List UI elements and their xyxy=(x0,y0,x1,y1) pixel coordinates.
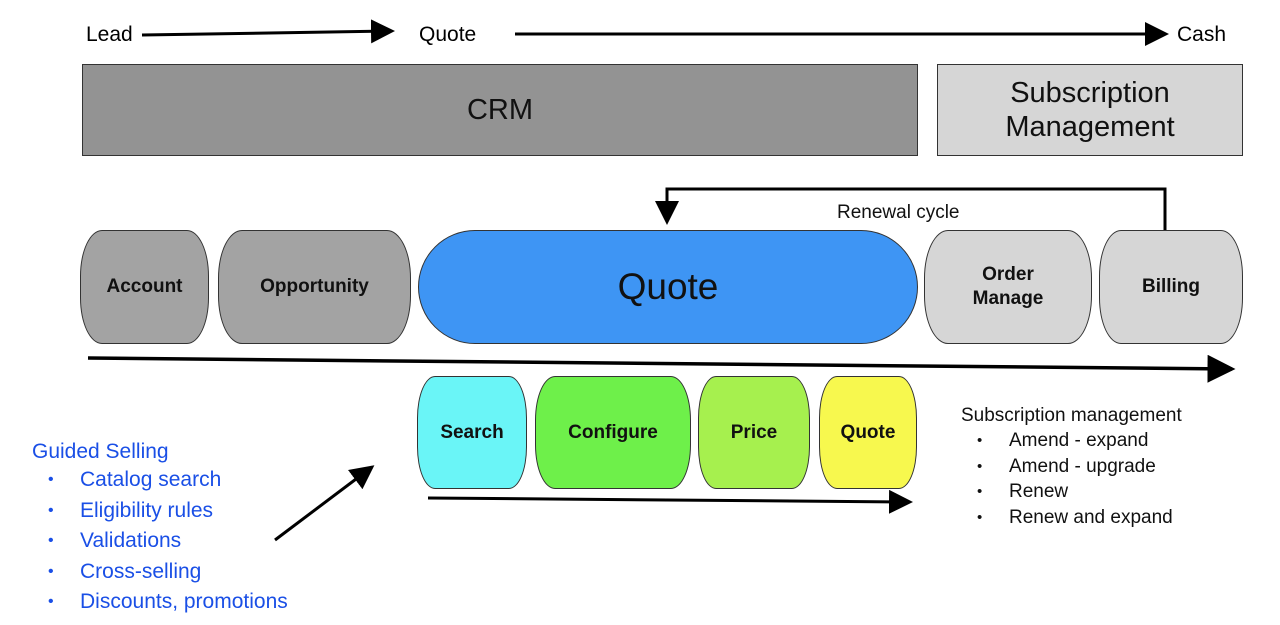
subscription-management-block: Subscription management •Amend - expand … xyxy=(961,404,1182,530)
bullet-icon: • xyxy=(977,457,983,475)
list-item: •Validations xyxy=(32,526,288,557)
subscription-management-title: Subscription management xyxy=(961,405,1182,426)
bullet-icon: • xyxy=(48,532,54,549)
bullet-icon: • xyxy=(977,483,983,500)
bullet-icon: • xyxy=(977,508,983,526)
cpq-step-quote-label: Quote xyxy=(840,421,896,443)
cpq-step-search: Search xyxy=(417,376,527,489)
bullet-icon: • xyxy=(48,562,54,580)
list-item: •Discounts, promotions xyxy=(32,587,288,618)
guided-selling-title: Guided Selling xyxy=(32,440,169,463)
list-item: •Amend - expand xyxy=(961,428,1182,454)
guided-selling-arrow xyxy=(274,465,375,542)
flow-label-cash: Cash xyxy=(1177,23,1227,46)
crm-band: CRM xyxy=(82,64,918,156)
bullet-icon: • xyxy=(48,501,54,519)
list-item: •Catalog search xyxy=(32,465,288,496)
flow-label-lead: Lead xyxy=(86,23,133,46)
stage-order-label-line2: Manage xyxy=(972,288,1044,309)
cpq-step-configure: Configure xyxy=(535,376,691,489)
stage-account: Account xyxy=(80,230,209,344)
list-item: •Renew and expand xyxy=(961,505,1182,531)
stage-order-manage: Order Manage xyxy=(924,230,1092,344)
stage-order-label-line1: Order xyxy=(982,264,1034,285)
stage-billing-label: Billing xyxy=(1141,276,1201,297)
main-process-arrow xyxy=(87,354,1236,383)
list-item: •Renew xyxy=(961,479,1182,505)
stage-quote: Quote xyxy=(418,230,918,344)
list-item: •Cross-selling xyxy=(32,557,288,588)
bullet-icon: • xyxy=(977,432,983,449)
stage-opportunity: Opportunity xyxy=(218,230,411,344)
list-item: •Eligibility rules xyxy=(32,496,288,527)
guided-selling-block: Guided Selling •Catalog search •Eligibil… xyxy=(32,439,288,618)
cpq-process-arrow xyxy=(427,489,913,514)
cpq-step-price: Price xyxy=(698,376,810,489)
stage-opportunity-label: Opportunity xyxy=(260,276,369,297)
lead-to-quote-arrow xyxy=(141,19,395,44)
bullet-icon: • xyxy=(48,593,54,610)
stage-quote-label: Quote xyxy=(617,266,719,307)
subscription-band-line1: Subscription xyxy=(1010,77,1170,109)
cpq-step-price-label: Price xyxy=(730,421,778,443)
cpq-step-search-label: Search xyxy=(440,421,504,443)
renewal-cycle-label: Renewal cycle xyxy=(837,202,960,223)
flow-label-quote: Quote xyxy=(419,23,477,46)
subscription-band-line2: Management xyxy=(1005,111,1175,143)
renewal-cycle-arrow xyxy=(655,187,1167,232)
list-item: •Amend - upgrade xyxy=(961,454,1182,480)
cpq-step-quote: Quote xyxy=(819,376,917,489)
subscription-management-list: •Amend - expand •Amend - upgrade •Renew … xyxy=(961,428,1182,530)
bullet-icon: • xyxy=(48,471,54,488)
cpq-step-configure-label: Configure xyxy=(568,421,658,443)
guided-selling-list: •Catalog search •Eligibility rules •Vali… xyxy=(32,465,288,618)
crm-band-label: CRM xyxy=(466,94,534,126)
subscription-management-band: Subscription Management xyxy=(937,64,1243,156)
stage-account-label: Account xyxy=(106,276,183,297)
stage-billing: Billing xyxy=(1099,230,1243,344)
